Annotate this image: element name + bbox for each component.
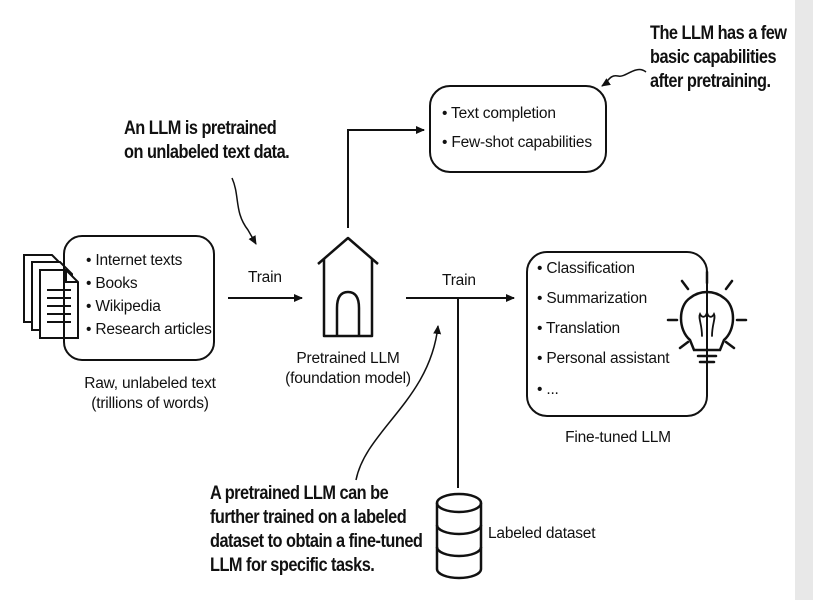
pretrained-llm-caption: Pretrained LLM (foundation model) — [278, 349, 418, 389]
train-label-1: Train — [248, 269, 282, 286]
raw-text-caption: Raw, unlabeled text (trillions of words) — [60, 374, 240, 414]
annotation-finetuning-line: further trained on a labeled — [210, 507, 407, 528]
dataset-label: Labeled dataset — [488, 525, 596, 542]
right-edge-strip — [795, 0, 813, 600]
train-label-2: Train — [442, 272, 476, 289]
database-icon — [435, 492, 483, 580]
arrow-to-capabilities — [347, 126, 425, 228]
annotation-finetuning-line: dataset to obtain a fine-tuned — [210, 531, 423, 552]
annotation-basic-capabilities: The LLM has a few basic capabilities aft… — [650, 22, 787, 94]
raw-text-caption-line: (trillions of words) — [91, 395, 209, 413]
raw-text-item-wikipedia: • Wikipedia — [86, 298, 161, 315]
annotation-arrow-finetuning — [355, 325, 442, 481]
raw-text-item-research: • Research articles — [86, 321, 212, 338]
finetuned-item-translation: • Translation — [537, 320, 620, 337]
finetuned-item-classification: • Classification — [537, 260, 635, 277]
lightbulb-icon — [666, 270, 748, 364]
raw-text-item-books: • Books — [86, 275, 138, 292]
annotation-arrow-pretrained — [231, 177, 257, 245]
annotation-capabilities-line: The LLM has a few — [650, 23, 787, 44]
annotation-finetuning: A pretrained LLM can be further trained … — [210, 482, 423, 578]
annotation-finetuning-line: A pretrained LLM can be — [210, 483, 389, 504]
annotation-finetuning-line: LLM for specific tasks. — [210, 555, 375, 576]
document-stack-icon — [23, 254, 79, 339]
raw-text-item-internet: • Internet texts — [86, 252, 183, 269]
annotation-capabilities-line: basic capabilities — [650, 47, 777, 68]
annotation-pretrained: An LLM is pretrained on unlabeled text d… — [124, 117, 290, 165]
finetuned-item-summarization: • Summarization — [537, 290, 648, 307]
pretrained-llm-caption-line: Pretrained LLM — [296, 350, 400, 367]
finetuned-caption: Fine-tuned LLM — [565, 429, 671, 446]
annotation-arrow-capabilities — [601, 68, 647, 87]
finetuned-item-personal-assistant: • Personal assistant — [537, 350, 670, 367]
capabilities-box — [429, 85, 607, 173]
raw-text-box — [63, 235, 215, 361]
capability-item-few-shot: • Few-shot capabilities — [442, 134, 592, 151]
raw-text-caption-line: Raw, unlabeled text — [84, 375, 216, 392]
finetuned-box — [526, 251, 708, 417]
pretrained-llm-caption-line: (foundation model) — [285, 370, 411, 388]
finetuned-item-ellipsis: • ... — [537, 381, 559, 398]
annotation-pretrained-line: on unlabeled text data. — [124, 142, 290, 163]
annotation-capabilities-line: after pretraining. — [650, 71, 771, 92]
annotation-pretrained-line: An LLM is pretrained — [124, 118, 277, 139]
capability-item-text-completion: • Text completion — [442, 105, 556, 122]
house-icon — [317, 236, 379, 338]
